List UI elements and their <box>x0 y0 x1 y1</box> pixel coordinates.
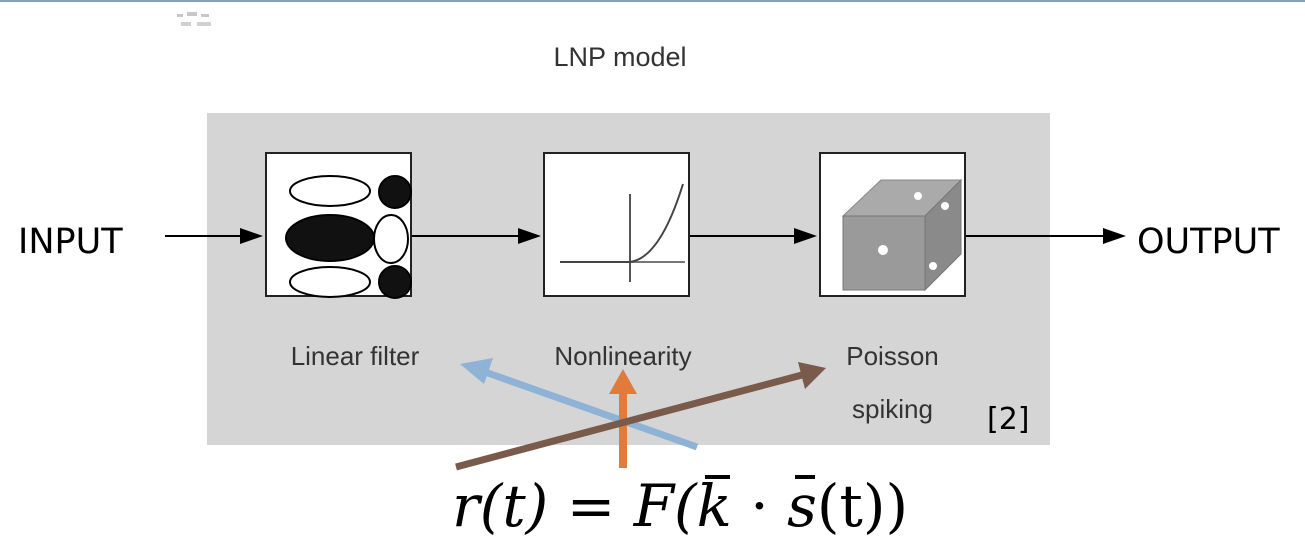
blue-arrow <box>460 358 699 451</box>
nonlinearity-box <box>543 152 690 297</box>
formula-equals: = <box>566 472 616 540</box>
brown-arrow <box>455 362 826 471</box>
linear-filter-box <box>265 152 412 299</box>
formula-k: k <box>697 463 732 549</box>
poisson-spiking-box <box>819 152 966 297</box>
nonlinearity-curve-icon <box>560 183 685 282</box>
poisson-caption-line2: spiking <box>852 394 933 424</box>
receptive-field-icon <box>285 175 412 299</box>
output-label: OUTPUT <box>1137 222 1280 262</box>
flow-arrows <box>165 228 1126 244</box>
top-rule <box>0 0 1305 2</box>
orange-arrow <box>609 369 637 468</box>
poisson-caption-line1: Poisson <box>846 341 939 371</box>
formula-s: s <box>787 463 817 549</box>
formula-dot: · <box>750 472 769 540</box>
input-label: INPUT <box>18 222 123 262</box>
citation: [2] <box>987 402 1030 437</box>
formula-tail: (t)) <box>816 472 909 540</box>
corner-mark <box>177 12 211 26</box>
formula-F: F( <box>633 472 697 540</box>
dice-icon <box>841 178 963 292</box>
nonlinearity-caption: Nonlinearity <box>554 341 692 371</box>
diagram-title: LNP model <box>553 42 687 72</box>
lnp-formula: r(t) = F(k · s(t)) <box>452 463 932 549</box>
formula-lhs: r(t) <box>452 472 549 540</box>
linear-filter-caption: Linear filter <box>290 341 420 371</box>
